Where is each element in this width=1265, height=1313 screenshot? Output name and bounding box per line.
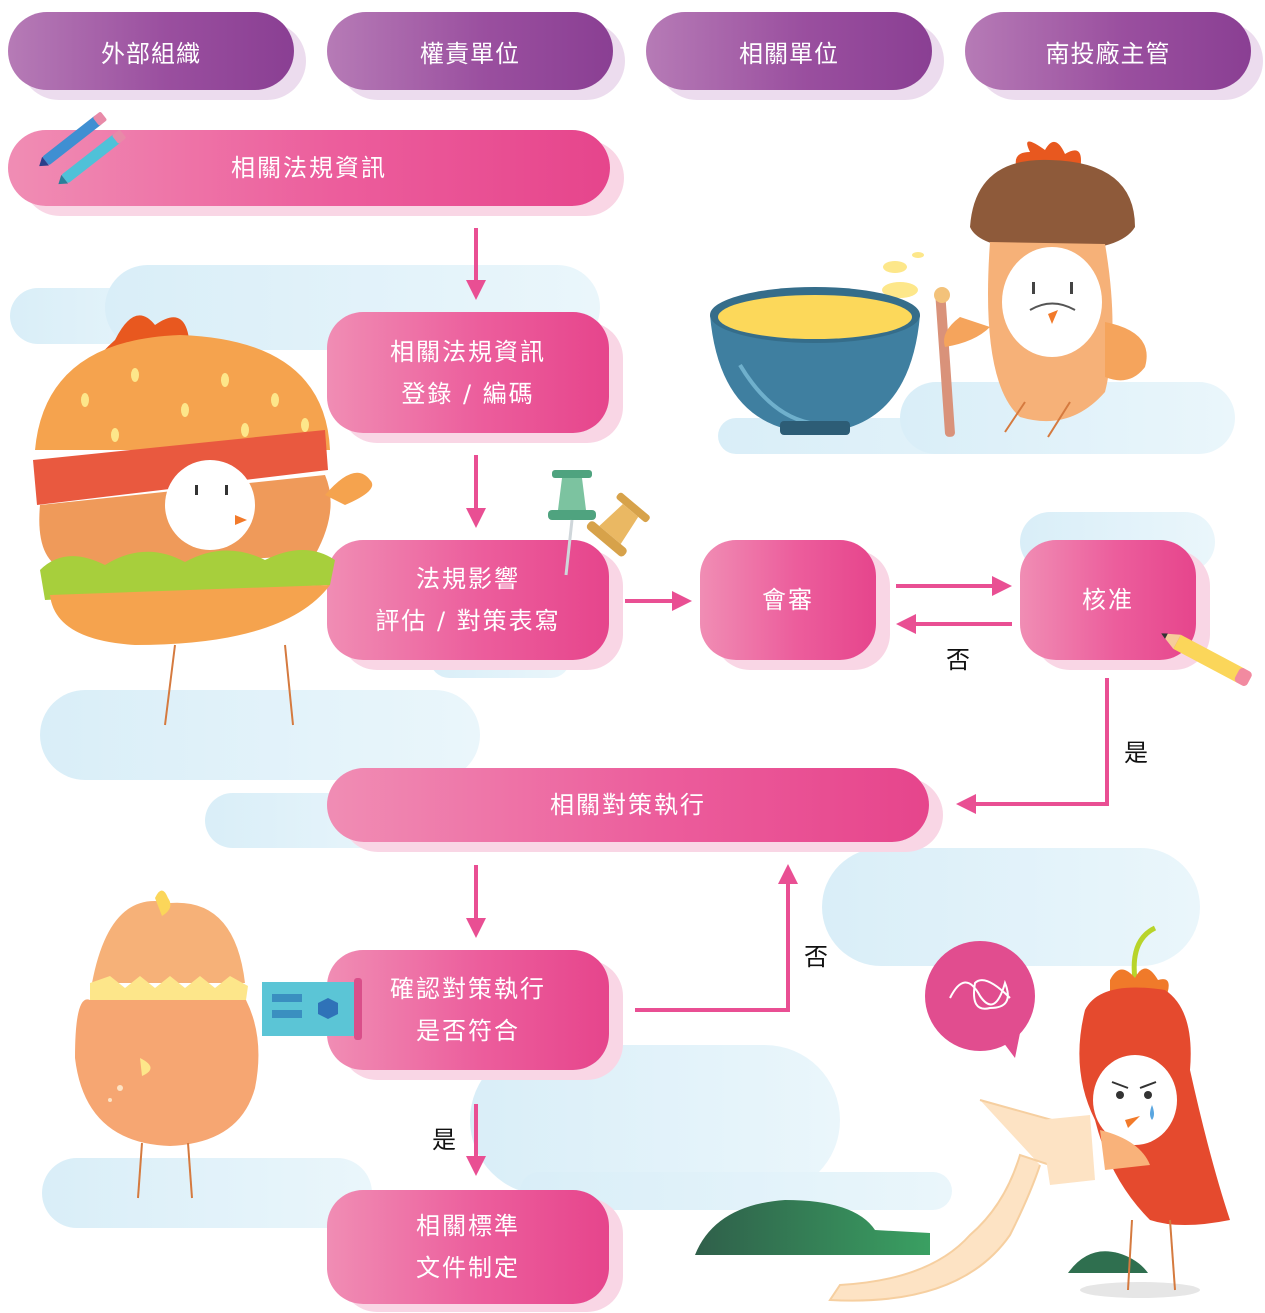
node-label: 核准 (1082, 586, 1134, 614)
soup-bowl-icon (710, 252, 924, 435)
edge-label-confirm-no: 否 (804, 943, 828, 971)
lane-header-related: 相關單位 (646, 12, 932, 90)
edge-label-approve-yes: 是 (1124, 739, 1148, 767)
node-impact-assessment: 法規影響 評估 / 對策表寫 (327, 540, 609, 660)
node-review: 會審 (700, 540, 876, 660)
cloud (42, 1158, 372, 1228)
burger-chick-character (33, 315, 373, 726)
node-label: 會審 (762, 586, 814, 614)
node-label: 是否符合 (416, 1017, 520, 1045)
node-label: 確認對策執行 (390, 975, 546, 1003)
node-confirm: 確認對策執行 是否符合 (327, 950, 609, 1070)
node-standard-doc: 相關標準 文件制定 (327, 1190, 609, 1304)
speech-bubble-scribble-icon (925, 941, 1035, 1058)
pencil-icon (1161, 633, 1252, 686)
node-label: 登錄 / 編碼 (401, 379, 535, 408)
node-label: 法規影響 (416, 565, 520, 593)
cloud (40, 690, 480, 780)
node-label: 相關對策執行 (550, 791, 706, 819)
edge-label-confirm-yes: 是 (432, 1126, 456, 1154)
node-label: 評估 / 對策表寫 (375, 607, 561, 635)
mushroom-old-man-character (934, 141, 1147, 438)
green-hill-icon (1068, 1251, 1148, 1273)
chili-bird-character (1040, 925, 1230, 1298)
id-card-icon (262, 978, 362, 1040)
cloud (470, 1045, 840, 1195)
lane-header-manager: 南投廠主管 (965, 12, 1251, 90)
green-hill-icon (695, 1200, 930, 1255)
node-label: 相關法規資訊 (231, 154, 387, 182)
node-label: 相關標準 (416, 1212, 520, 1240)
lane-header-responsible: 權責單位 (327, 12, 613, 90)
node-execute: 相關對策執行 (327, 768, 929, 842)
edge-label-approve-no: 否 (946, 646, 970, 674)
node-label: 文件制定 (416, 1254, 520, 1282)
lane-header-external: 外部組織 (8, 12, 294, 90)
pencils-icon (39, 112, 126, 185)
node-register: 相關法規資訊 登錄 / 編碼 (327, 312, 609, 433)
pushpins-icon (548, 470, 650, 576)
arrow-approve-to-execute-yes (956, 678, 1109, 814)
egg-chick-character (75, 890, 259, 1199)
arrow-confirm-to-execute-no (635, 864, 798, 1012)
node-label: 相關法規資訊 (390, 337, 546, 366)
